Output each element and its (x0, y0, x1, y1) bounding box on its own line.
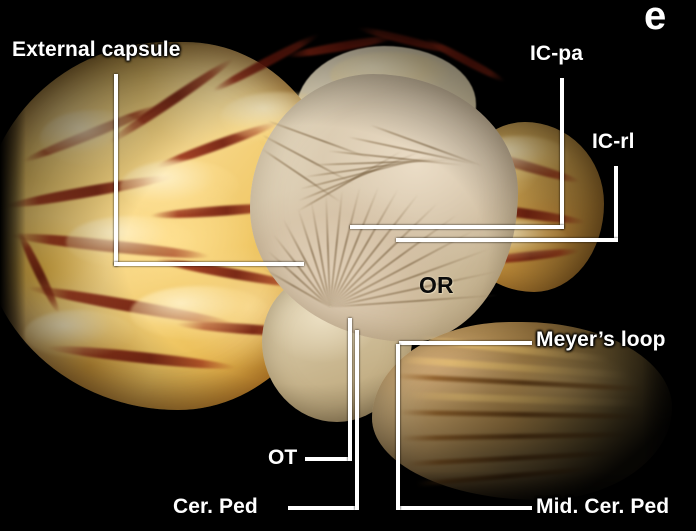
leader-external-capsule-horizontal (114, 262, 304, 266)
label-or: OR (419, 272, 454, 298)
leader-mid-cer-ped-vertical (396, 344, 400, 510)
leader-ot-horizontal (305, 457, 352, 461)
leader-cer-ped-vertical (355, 330, 359, 510)
label-cer-ped: Cer. Ped (173, 495, 258, 518)
leader-ic-pa-vertical (560, 78, 564, 229)
label-meyers-loop: Meyer’s loop (536, 328, 666, 351)
label-ot: OT (268, 446, 298, 469)
leader-ot-vertical (348, 318, 352, 461)
leader-ic-pa-horizontal (350, 225, 564, 229)
leader-mid-cer-ped-horizontal (398, 506, 532, 510)
leader-external-capsule-vertical (114, 74, 118, 266)
leader-cer-ped-horizontal (288, 506, 359, 510)
leader-ic-rl-horizontal (396, 238, 618, 242)
label-external-capsule: External capsule (12, 38, 181, 61)
leader-meyers-loop (399, 341, 532, 345)
panel-letter-e: e (644, 0, 667, 38)
label-mid-cer-ped: Mid. Cer. Ped (536, 495, 670, 518)
label-ic-rl: IC-rl (592, 130, 635, 153)
label-ic-pa: IC-pa (530, 42, 583, 65)
leader-ic-rl-vertical (614, 166, 618, 242)
